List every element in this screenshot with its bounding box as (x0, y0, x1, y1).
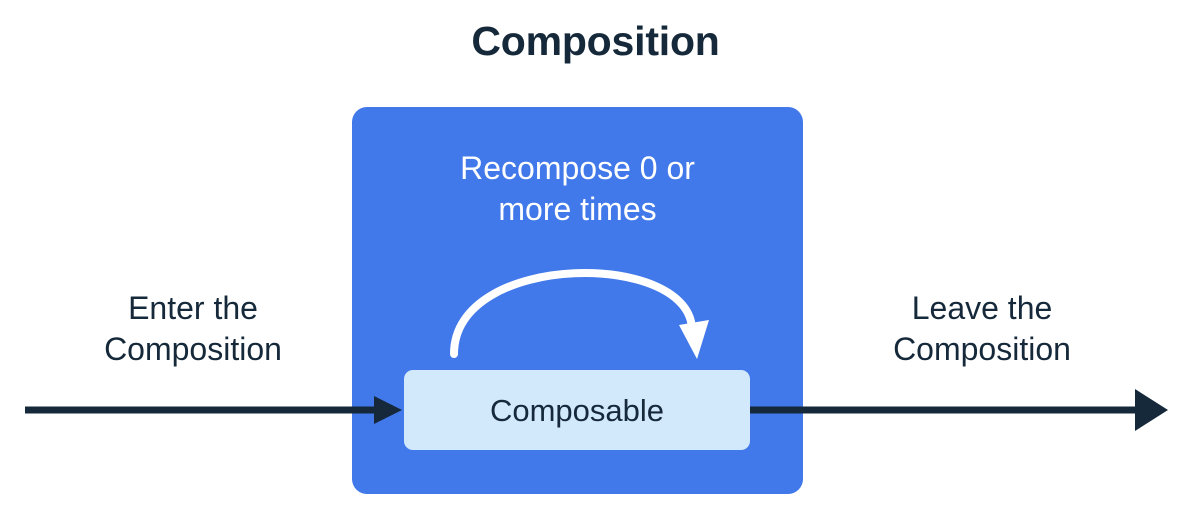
enter-composition-label: Enter the Composition (104, 290, 282, 367)
leave-composition-label: Leave the Composition (893, 290, 1071, 367)
leave-composition-arrow (750, 389, 1168, 431)
composable-node[interactable]: Composable (404, 370, 750, 450)
leave-arrow-head-icon (1135, 389, 1168, 431)
page-title: Composition (471, 18, 720, 64)
composable-node-label: Composable (489, 392, 665, 428)
enter-composition-arrow (25, 396, 402, 424)
recompose-caption: Recompose 0 or more times (460, 150, 695, 227)
